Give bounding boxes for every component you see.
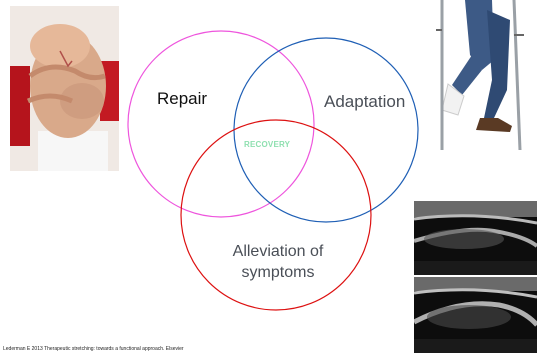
alleviation-label: Alleviation of symptoms (203, 241, 353, 283)
alleviation-label-line1: Alleviation of (233, 243, 324, 260)
recovery-label: RECOVERY (244, 140, 290, 149)
repair-label: Repair (157, 89, 207, 109)
repair-circle (128, 31, 314, 217)
adaptation-circle (234, 38, 418, 222)
adaptation-label: Adaptation (324, 92, 405, 112)
alleviation-label-line2: symptoms (242, 264, 315, 281)
citation-text: Lederman E 2013 Therapeutic stretching: … (3, 346, 184, 352)
